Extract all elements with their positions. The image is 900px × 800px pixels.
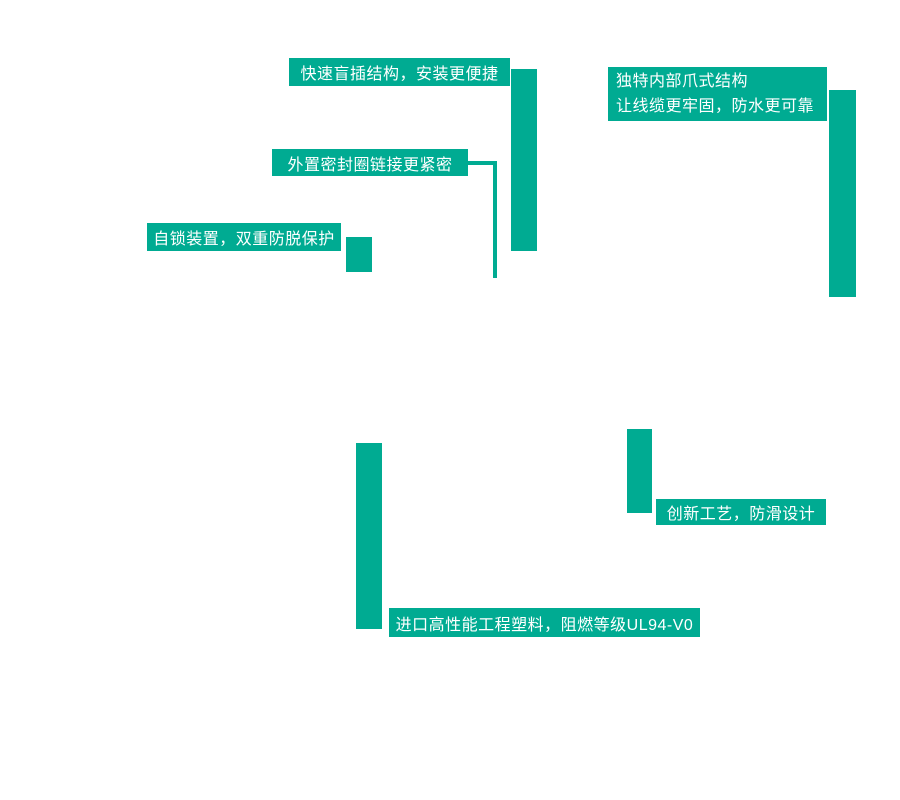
callout-label-anti-slip: 创新工艺，防滑设计 bbox=[656, 499, 826, 525]
callout-label-outer-seal-ring: 外置密封圈链接更紧密 bbox=[272, 149, 468, 176]
callout-label-material: 进口高性能工程塑料，阻燃等级UL94-V0 bbox=[389, 608, 700, 637]
marker-bar-inner-claw bbox=[829, 90, 856, 297]
callout-label-inner-claw: 独特内部爪式结构 让线缆更牢固，防水更可靠 bbox=[608, 67, 827, 121]
marker-bar-anti-slip bbox=[627, 429, 652, 513]
marker-bar-material bbox=[356, 443, 382, 629]
callout-label-inner-claw-line1: 独特内部爪式结构 bbox=[616, 73, 749, 90]
connector-outer-seal-vertical bbox=[493, 161, 497, 278]
marker-square-self-locking bbox=[346, 237, 372, 272]
marker-bar-quick-blind-plug bbox=[511, 69, 537, 251]
callout-label-inner-claw-line2: 让线缆更牢固，防水更可靠 bbox=[616, 98, 815, 115]
callout-label-quick-blind-plug: 快速盲插结构，安装更便捷 bbox=[289, 58, 510, 86]
connector-outer-seal-horizontal bbox=[468, 161, 497, 165]
callout-label-self-locking: 自锁装置，双重防脱保护 bbox=[147, 223, 341, 251]
